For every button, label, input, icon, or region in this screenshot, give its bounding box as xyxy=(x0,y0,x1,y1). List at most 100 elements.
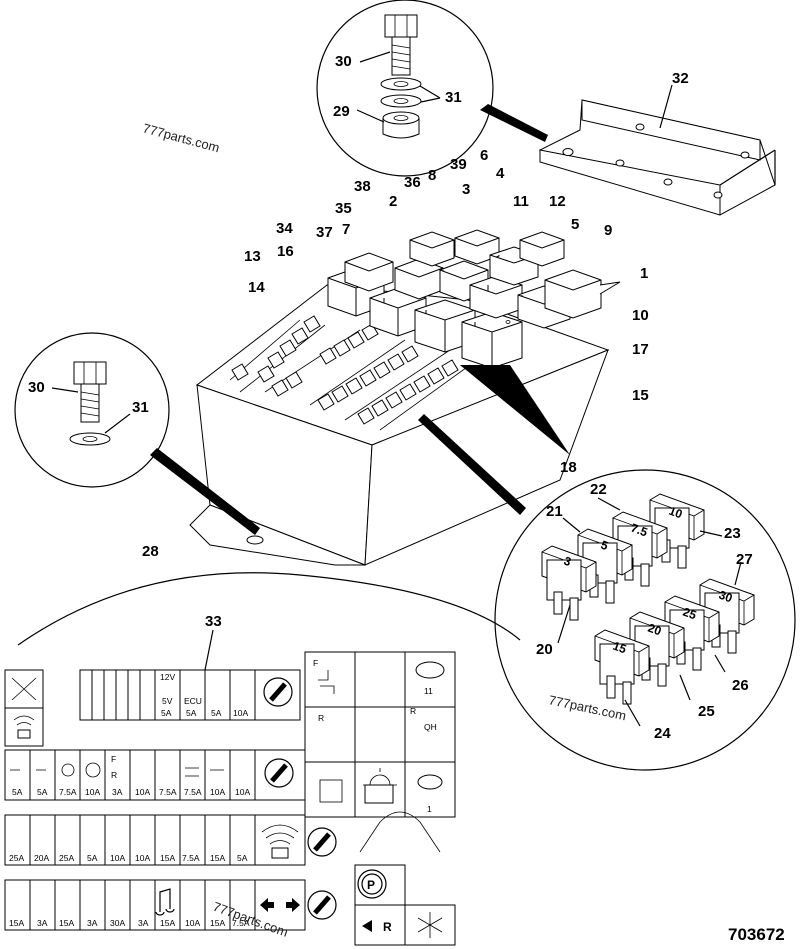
watermark-2: 777parts.com xyxy=(547,692,627,723)
svg-text:F: F xyxy=(111,754,116,764)
detail-circle-left xyxy=(14,332,260,535)
callout-35: 35 xyxy=(335,200,352,217)
callout-29: 29 xyxy=(333,103,350,120)
callout-34: 34 xyxy=(276,220,293,237)
callout-labels: 30 31 29 32 38 36 8 39 6 3 4 2 35 11 12 … xyxy=(28,53,753,742)
callout-37: 37 xyxy=(316,224,333,241)
callout-6: 6 xyxy=(480,147,488,164)
svg-text:P: P xyxy=(367,878,375,892)
svg-text:5: 5 xyxy=(599,538,610,554)
callout-23: 23 xyxy=(724,525,741,542)
callout-21: 21 xyxy=(546,503,563,520)
callout-17: 17 xyxy=(632,341,649,358)
svg-text:7.5A: 7.5A xyxy=(159,787,177,797)
callout-3: 3 xyxy=(462,181,470,198)
callout-24: 24 xyxy=(654,725,671,742)
svg-text:25A: 25A xyxy=(9,853,24,863)
svg-text:15A: 15A xyxy=(160,918,175,928)
callout-16: 16 xyxy=(277,243,294,260)
svg-text:11: 11 xyxy=(424,686,433,696)
svg-text:10A: 10A xyxy=(235,787,250,797)
svg-text:20A: 20A xyxy=(34,853,49,863)
callout-25: 25 xyxy=(698,703,715,720)
svg-text:7.5A: 7.5A xyxy=(59,787,77,797)
svg-text:R: R xyxy=(318,713,324,723)
callout-39: 39 xyxy=(450,156,467,173)
detail-circle-top xyxy=(316,0,548,177)
svg-text:10: 10 xyxy=(667,504,685,522)
callout-14: 14 xyxy=(248,279,265,296)
svg-text:7.5A: 7.5A xyxy=(232,918,250,928)
svg-text:10A: 10A xyxy=(233,708,248,718)
svg-text:20: 20 xyxy=(646,621,664,639)
svg-text:12V: 12V xyxy=(160,672,175,682)
svg-text:10A: 10A xyxy=(135,853,150,863)
blade-fuse-3: 3 xyxy=(541,545,597,621)
callout-22: 22 xyxy=(590,481,607,498)
svg-text:QH: QH xyxy=(424,722,437,732)
nut-part xyxy=(382,111,420,139)
fuse-box-body xyxy=(189,229,621,566)
svg-text:10A: 10A xyxy=(85,787,100,797)
svg-text:10A: 10A xyxy=(185,918,200,928)
watermark-1: 777parts.com xyxy=(141,120,221,155)
svg-text:5A: 5A xyxy=(37,787,48,797)
washer-part xyxy=(380,77,422,108)
svg-text:5A: 5A xyxy=(237,853,248,863)
callout-31-top: 31 xyxy=(445,89,462,106)
callout-38: 38 xyxy=(354,178,371,195)
callout-11: 11 xyxy=(513,193,529,210)
label-grid-right: F R 11 R QH 1 P R xyxy=(304,651,456,946)
svg-text:10A: 10A xyxy=(135,787,150,797)
callout-2: 2 xyxy=(389,193,397,210)
svg-text:3A: 3A xyxy=(112,787,123,797)
callout-7: 7 xyxy=(342,221,350,238)
label-row-3: 25A 20A 25A 5A 10A 10A 15A 7.5A 15A 5A xyxy=(4,814,337,866)
svg-text:R: R xyxy=(410,706,416,716)
svg-text:5A: 5A xyxy=(87,853,98,863)
blade-fuse-group: 10 7.5 5 3 xyxy=(541,493,755,727)
callout-1: 1 xyxy=(640,265,648,282)
svg-text:5A: 5A xyxy=(211,708,222,718)
svg-text:15A: 15A xyxy=(160,853,175,863)
svg-text:15A: 15A xyxy=(210,918,225,928)
svg-text:5A: 5A xyxy=(12,787,23,797)
svg-text:3A: 3A xyxy=(37,918,48,928)
fuse-label-panel: 12V 5V ECU 5A 5A 5A 10A 5A 5A 7.5A 10A 3… xyxy=(4,651,456,946)
svg-text:5V: 5V xyxy=(162,696,173,706)
svg-text:3A: 3A xyxy=(87,918,98,928)
svg-text:10A: 10A xyxy=(110,853,125,863)
callout-9: 9 xyxy=(604,222,612,239)
callout-18: 18 xyxy=(560,459,577,476)
svg-text:7.5: 7.5 xyxy=(629,521,650,540)
svg-text:5A: 5A xyxy=(161,708,172,718)
svg-text:15: 15 xyxy=(611,639,629,657)
svg-text:30: 30 xyxy=(717,588,735,606)
svg-text:3: 3 xyxy=(562,554,573,570)
callout-33: 33 xyxy=(205,613,222,630)
svg-text:15A: 15A xyxy=(59,918,74,928)
relay-blocks xyxy=(327,229,621,369)
callout-20: 20 xyxy=(536,641,553,658)
bolt-part xyxy=(384,14,418,76)
label-row-2: 5A 5A 7.5A 10A 3A 10A 7.5A 7.5A 10A 10A … xyxy=(4,749,306,801)
callout-32: 32 xyxy=(672,70,689,87)
svg-text:1: 1 xyxy=(427,804,432,814)
callout-36: 36 xyxy=(404,174,421,191)
drawing-number: 703672 xyxy=(728,925,785,944)
callout-27: 27 xyxy=(736,551,753,568)
svg-text:R: R xyxy=(111,770,117,780)
svg-text:15A: 15A xyxy=(9,918,24,928)
svg-text:7.5A: 7.5A xyxy=(184,787,202,797)
callout-5: 5 xyxy=(571,216,579,233)
svg-text:30A: 30A xyxy=(110,918,125,928)
svg-text:F: F xyxy=(313,658,318,668)
svg-text:3A: 3A xyxy=(138,918,149,928)
callout-10: 10 xyxy=(632,307,649,324)
svg-text:ECU: ECU xyxy=(184,696,202,706)
svg-text:R: R xyxy=(383,920,392,934)
fuse-slot-rows xyxy=(229,315,471,431)
detail-circle-fuses xyxy=(494,469,796,771)
svg-text:25: 25 xyxy=(681,605,699,623)
mounting-bracket xyxy=(538,84,776,216)
